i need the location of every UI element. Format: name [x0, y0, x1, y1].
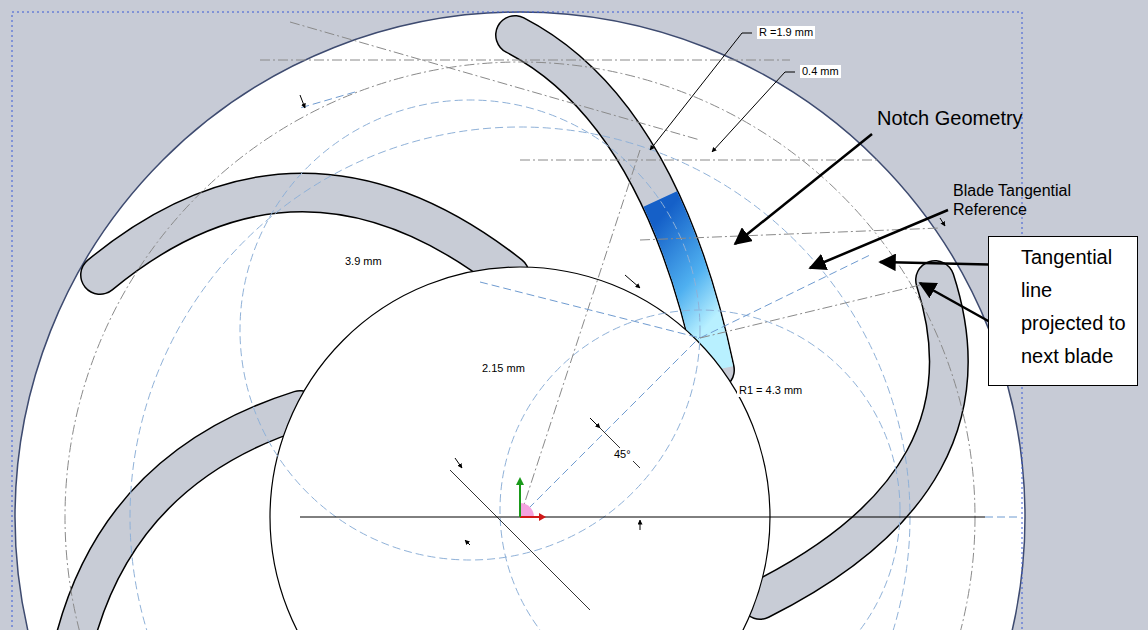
hub-circle — [270, 267, 770, 630]
callout-label: Blade Tangential Reference — [953, 181, 1091, 219]
callout-box: Tangential line projected to next blade — [988, 236, 1138, 386]
outer-circle — [15, 12, 1025, 630]
construction-lines — [65, 22, 1020, 630]
selection-box — [12, 12, 1022, 630]
origin-symbol — [516, 477, 546, 521]
dimension-label: R1 = 4.3 mm — [737, 384, 804, 397]
callout-text: Tangential line projected to next blade — [1021, 241, 1129, 373]
dimension-label: 0.4 mm — [800, 65, 841, 78]
dimension-label: 45° — [612, 448, 633, 461]
dimension-label: 3.9 mm — [343, 255, 384, 268]
callout-label: Notch Geometry — [877, 106, 1023, 130]
dimension-arrows — [300, 95, 945, 545]
dimension-label: 2.15 mm — [480, 362, 527, 375]
dimension-label: R =1.9 mm — [757, 26, 815, 39]
